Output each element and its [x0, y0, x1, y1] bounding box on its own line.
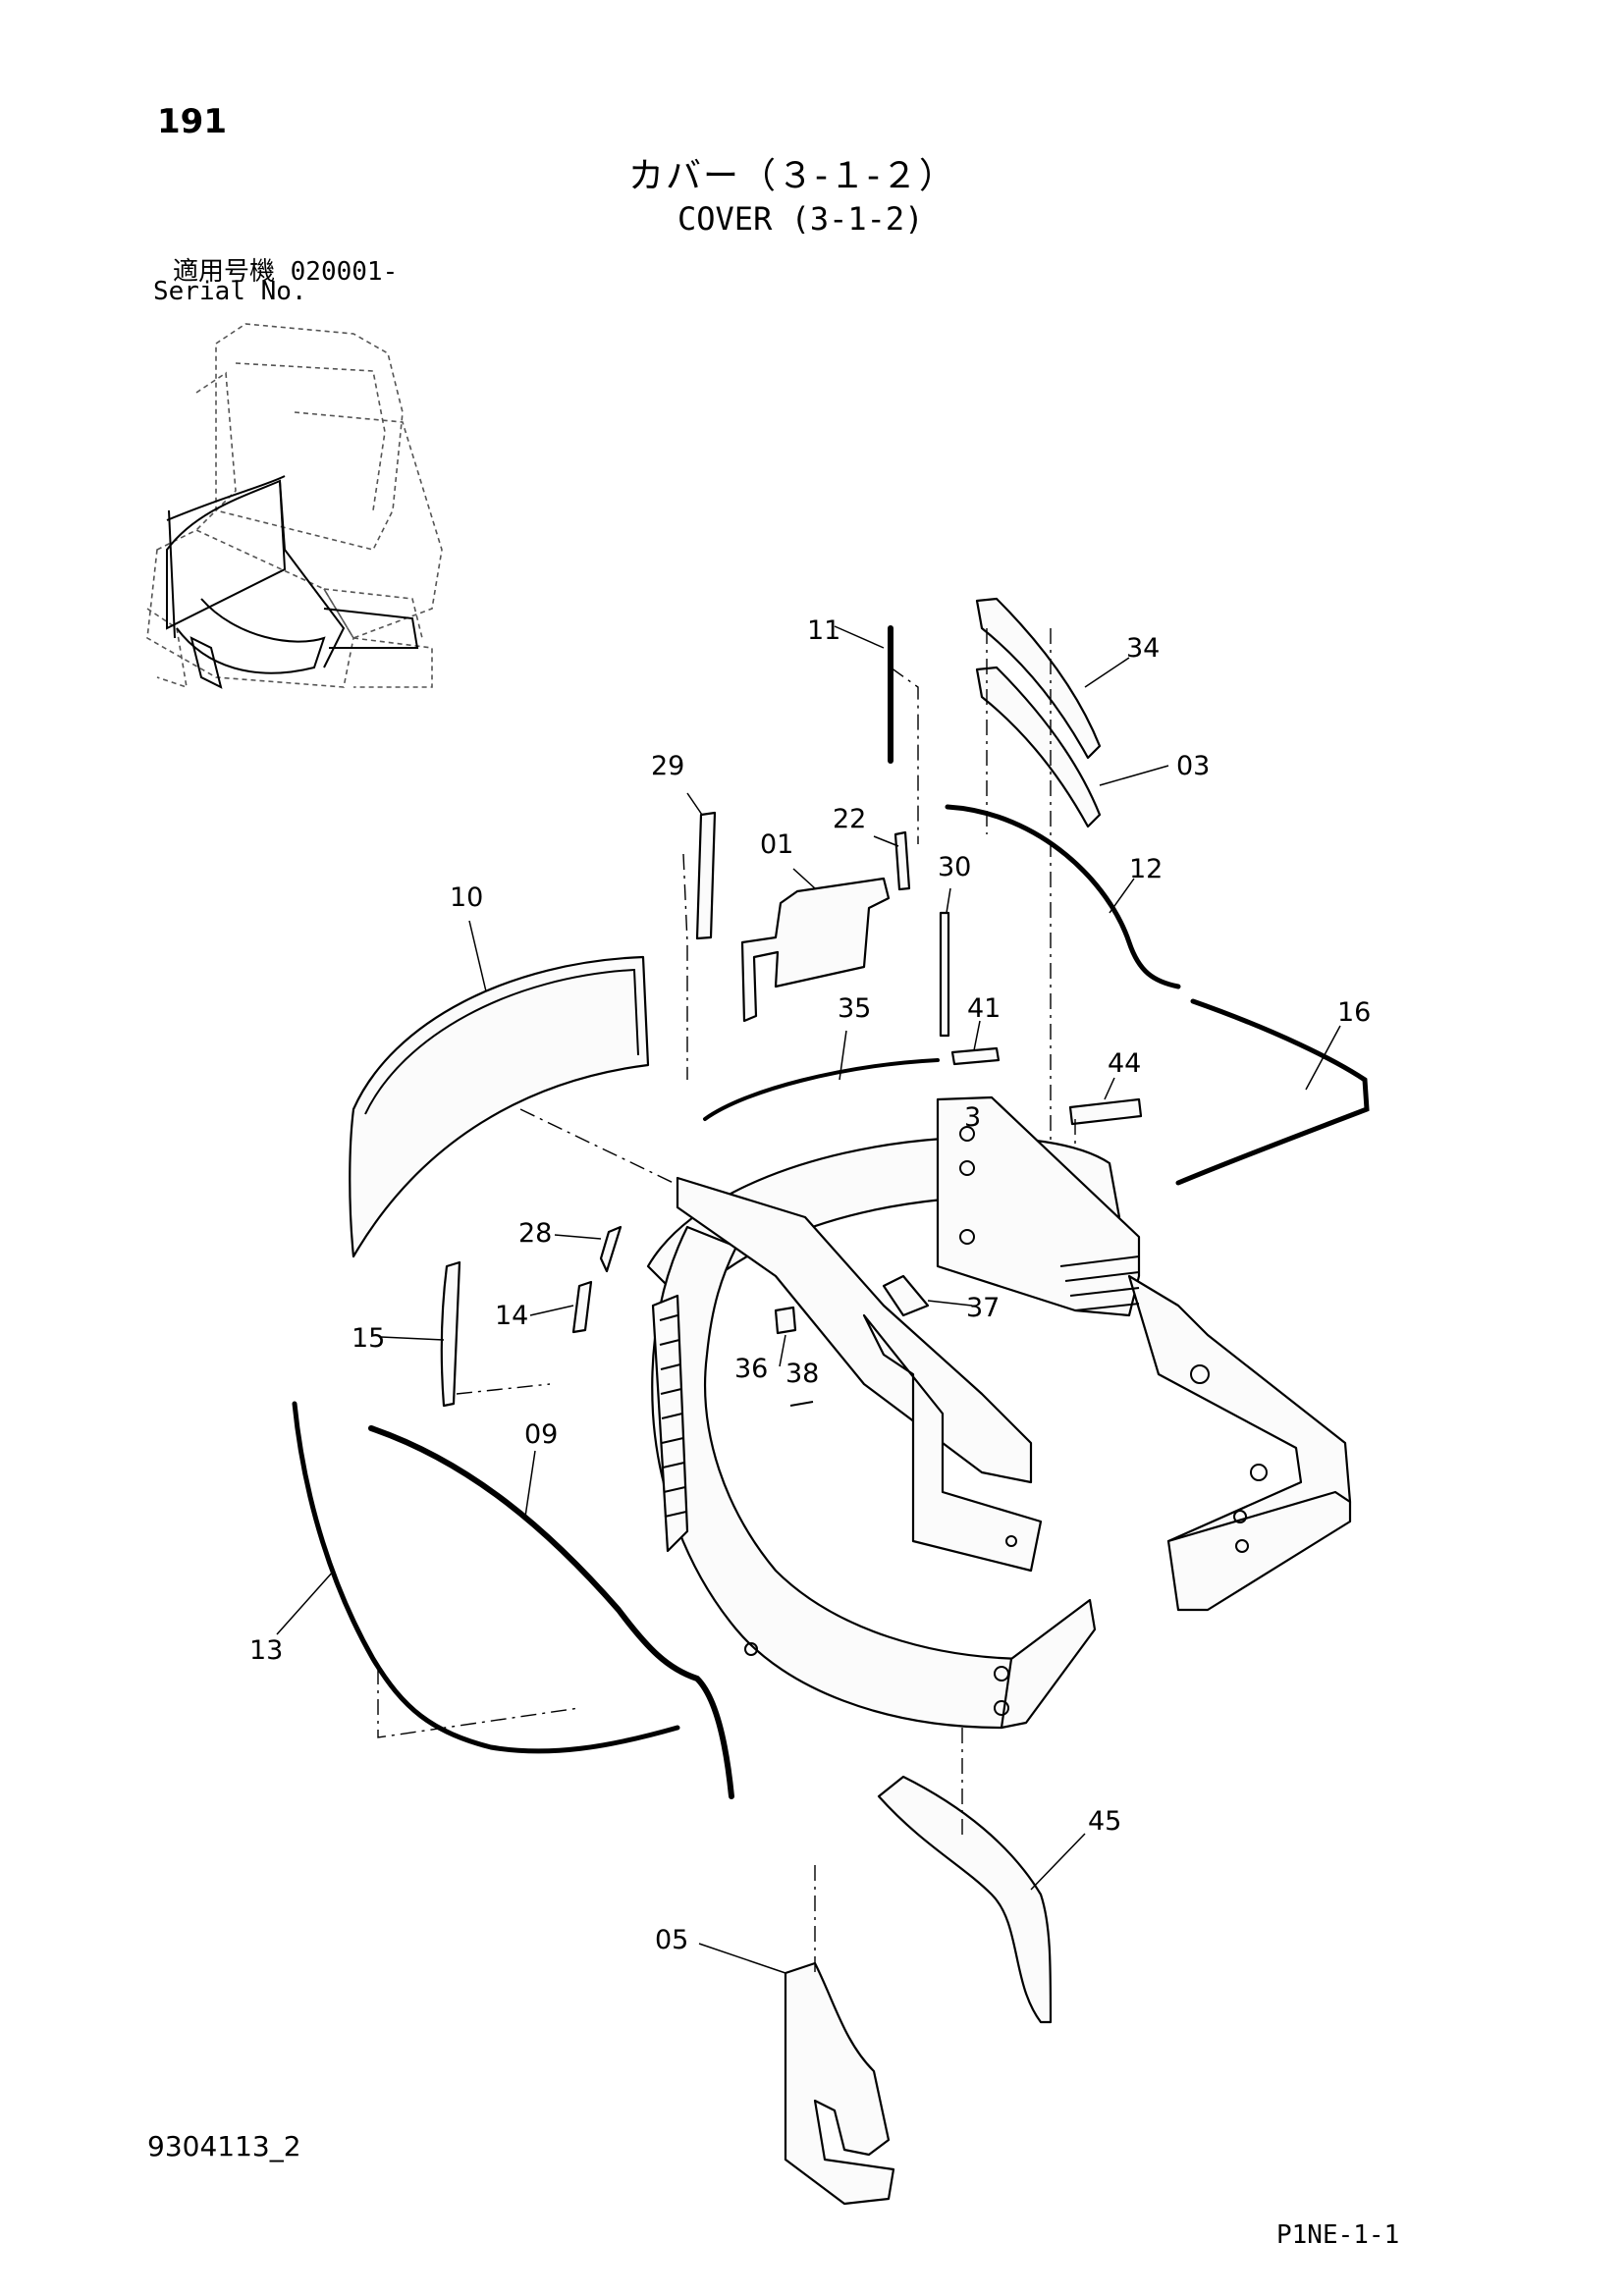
callout-15: 15: [352, 1323, 385, 1354]
page-number: 191: [157, 102, 227, 141]
part-35-strip: [703, 1058, 940, 1121]
callout-13: 13: [249, 1635, 283, 1666]
part-03-panel: [975, 666, 1102, 828]
machine-overview-sketch: [146, 323, 443, 689]
callout-38: 38: [785, 1359, 819, 1389]
serial-label-japanese: 適用号機 020001-: [173, 257, 399, 287]
part-36-block: [774, 1306, 797, 1335]
callout-3: 3: [964, 1102, 981, 1133]
callout-36: 36: [734, 1354, 768, 1384]
part-34-panel: [975, 597, 1102, 760]
part-30-rod: [939, 911, 950, 1038]
document-code: 9304113_2: [147, 2130, 301, 2163]
part-41-plate: [950, 1046, 1001, 1066]
callout-41: 41: [967, 993, 1001, 1024]
callout-28: 28: [518, 1218, 552, 1249]
part-29-post: [695, 811, 717, 940]
part-10-panel: [349, 955, 650, 1258]
part-14-clip: [571, 1280, 593, 1334]
callout-12: 12: [1129, 854, 1163, 884]
part-12-rod: [945, 804, 1181, 989]
part-45-panel: [877, 1775, 1053, 2024]
callout-44: 44: [1108, 1048, 1141, 1079]
sheet-code: P1NE-1-1: [1276, 2220, 1400, 2250]
part-37-plate: [882, 1274, 930, 1317]
callout-01: 01: [760, 829, 793, 860]
callout-30: 30: [938, 852, 971, 882]
callout-22: 22: [833, 804, 866, 834]
serial-label-english: Serial No.: [153, 277, 307, 306]
part-05-bracket: [784, 1961, 895, 2206]
callout-16: 16: [1337, 997, 1371, 1028]
title-english: COVER (3-1-2): [677, 200, 924, 238]
callout-29: 29: [651, 751, 684, 781]
callout-14: 14: [495, 1301, 528, 1331]
callout-45: 45: [1088, 1806, 1121, 1837]
part-38-pin: [789, 1401, 814, 1407]
part-01-bracket: [740, 877, 891, 1023]
part-22-small-part: [893, 830, 911, 891]
callout-34: 34: [1126, 633, 1160, 664]
main-cover-frame: [646, 1095, 1352, 1730]
part-09-strip: [368, 1425, 734, 1799]
part-28-clip: [599, 1225, 623, 1273]
title-japanese: カバー（３-１-２）: [628, 156, 956, 196]
callout-03: 03: [1176, 751, 1210, 781]
callout-09: 09: [524, 1419, 558, 1450]
callout-10: 10: [450, 882, 483, 913]
callout-35: 35: [838, 993, 871, 1024]
part-44-plate: [1068, 1097, 1143, 1126]
part-16-rod: [1175, 998, 1370, 1186]
part-15-strip: [440, 1260, 461, 1408]
part-13-rod: [292, 1401, 680, 1754]
callout-37: 37: [966, 1293, 1000, 1323]
callout-05: 05: [655, 1925, 688, 1955]
callout-11: 11: [807, 615, 840, 646]
